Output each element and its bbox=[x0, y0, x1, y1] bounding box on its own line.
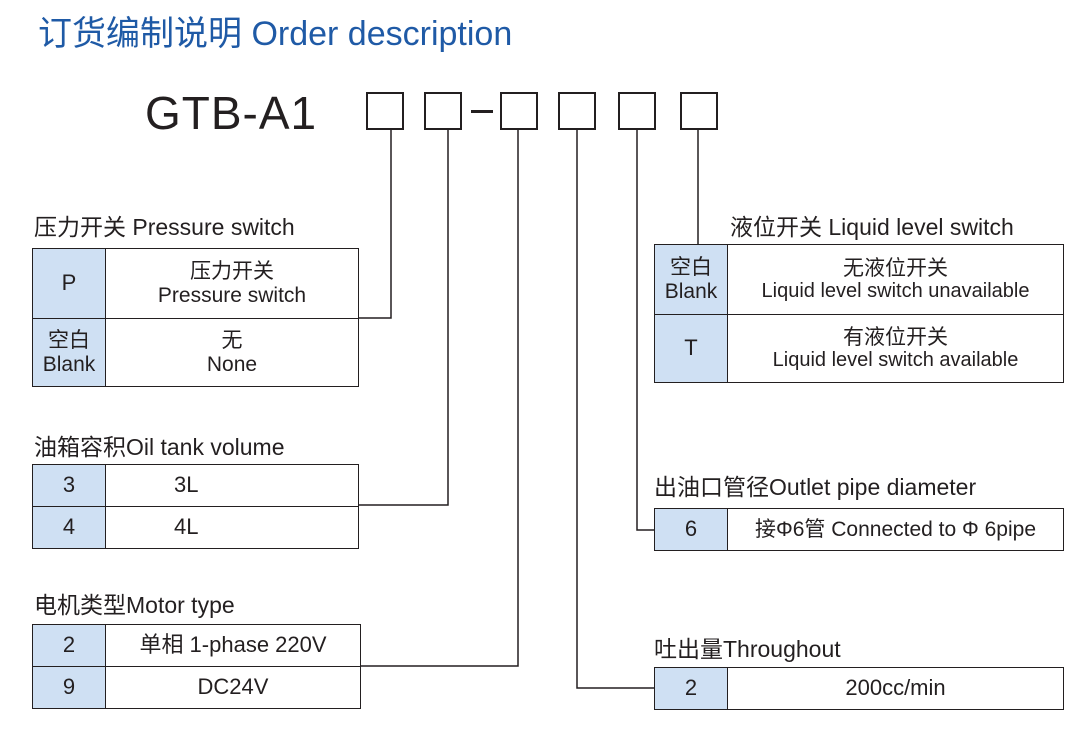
desc-cell: 单相 1-phase 220V bbox=[105, 624, 361, 667]
table-row: 2 200cc/min bbox=[654, 667, 1064, 710]
heading-throughout: 吐出量Throughout bbox=[654, 636, 841, 662]
page-title: 订货编制说明 Order description bbox=[38, 15, 513, 53]
desc-cell: 有液位开关 Liquid level switch available bbox=[727, 314, 1064, 383]
code-box-6 bbox=[680, 92, 718, 130]
code-box-3 bbox=[500, 92, 538, 130]
desc-cell: 3L bbox=[105, 464, 359, 507]
code-en: Blank bbox=[664, 279, 718, 303]
table-row: 空白 Blank 无液位开关 Liquid level switch unava… bbox=[654, 244, 1064, 315]
code-cell: 3 bbox=[32, 464, 106, 507]
code-box-5 bbox=[618, 92, 656, 130]
connector-throughout bbox=[576, 130, 654, 689]
code-cell: P bbox=[32, 248, 106, 319]
code-cell: 4 bbox=[32, 506, 106, 549]
desc-en: Liquid level switch unavailable bbox=[761, 280, 1030, 303]
code-cn: 空白 bbox=[670, 256, 712, 280]
code-cell: 2 bbox=[654, 667, 728, 710]
code-cell: 9 bbox=[32, 666, 106, 709]
code-cell: T bbox=[654, 314, 728, 383]
heading-motor-type: 电机类型Motor type bbox=[34, 592, 235, 618]
desc-cell: 4L bbox=[105, 506, 359, 549]
code-box-1 bbox=[366, 92, 404, 130]
code-box-4 bbox=[558, 92, 596, 130]
table-outlet-pipe: 6 接Φ6管 Connected to Φ 6pipe bbox=[654, 508, 1064, 551]
connector-outlet-pipe bbox=[636, 130, 654, 531]
table-liquid-level: 空白 Blank 无液位开关 Liquid level switch unava… bbox=[654, 244, 1064, 383]
code-box-2 bbox=[424, 92, 462, 130]
model-separator bbox=[471, 110, 493, 113]
table-oil-tank: 3 3L 4 4L bbox=[32, 464, 359, 549]
table-motor-type: 2 单相 1-phase 220V 9 DC24V bbox=[32, 624, 361, 709]
connector-pressure-switch bbox=[358, 130, 392, 319]
table-row: 3 3L bbox=[32, 464, 359, 507]
desc-en: Pressure switch bbox=[157, 283, 307, 307]
desc-en: Liquid level switch available bbox=[772, 349, 1019, 372]
table-row: T 有液位开关 Liquid level switch available bbox=[654, 314, 1064, 383]
code-en: Blank bbox=[42, 352, 96, 376]
desc-cell: 无 None bbox=[105, 318, 359, 387]
desc-cell: 无液位开关 Liquid level switch unavailable bbox=[727, 244, 1064, 315]
desc-cn: 有液位开关 bbox=[843, 325, 948, 349]
desc-cn: 压力开关 bbox=[190, 260, 274, 284]
connector-motor-type bbox=[360, 130, 519, 667]
model-prefix: GTB-A1 bbox=[145, 87, 318, 139]
heading-outlet-pipe: 出油口管径Outlet pipe diameter bbox=[654, 474, 977, 500]
code-cell: 空白 Blank bbox=[32, 318, 106, 387]
table-row: 9 DC24V bbox=[32, 666, 361, 709]
heading-liquid-level: 液位开关 Liquid level switch bbox=[730, 214, 1014, 240]
table-throughout: 2 200cc/min bbox=[654, 667, 1064, 710]
desc-cell: 200cc/min bbox=[727, 667, 1064, 710]
desc-cn: 无 bbox=[221, 329, 243, 353]
desc-cell: 接Φ6管 Connected to Φ 6pipe bbox=[727, 508, 1064, 551]
table-row: 空白 Blank 无 None bbox=[32, 318, 359, 387]
desc-cell: DC24V bbox=[105, 666, 361, 709]
table-row: 6 接Φ6管 Connected to Φ 6pipe bbox=[654, 508, 1064, 551]
heading-oil-tank: 油箱容积Oil tank volume bbox=[34, 434, 285, 460]
desc-en: None bbox=[206, 352, 258, 376]
heading-pressure-switch: 压力开关 Pressure switch bbox=[34, 214, 295, 240]
desc-cell: 压力开关 Pressure switch bbox=[105, 248, 359, 319]
connector-oil-tank bbox=[358, 130, 449, 506]
table-pressure-switch: P 压力开关 Pressure switch 空白 Blank 无 None bbox=[32, 248, 359, 387]
table-row: 2 单相 1-phase 220V bbox=[32, 624, 361, 667]
code-cell: 2 bbox=[32, 624, 106, 667]
table-row: 4 4L bbox=[32, 506, 359, 549]
table-row: P 压力开关 Pressure switch bbox=[32, 248, 359, 319]
code-cn: 空白 bbox=[48, 329, 90, 353]
code-cell: 6 bbox=[654, 508, 728, 551]
code-cell: 空白 Blank bbox=[654, 244, 728, 315]
desc-cn: 无液位开关 bbox=[843, 256, 948, 280]
